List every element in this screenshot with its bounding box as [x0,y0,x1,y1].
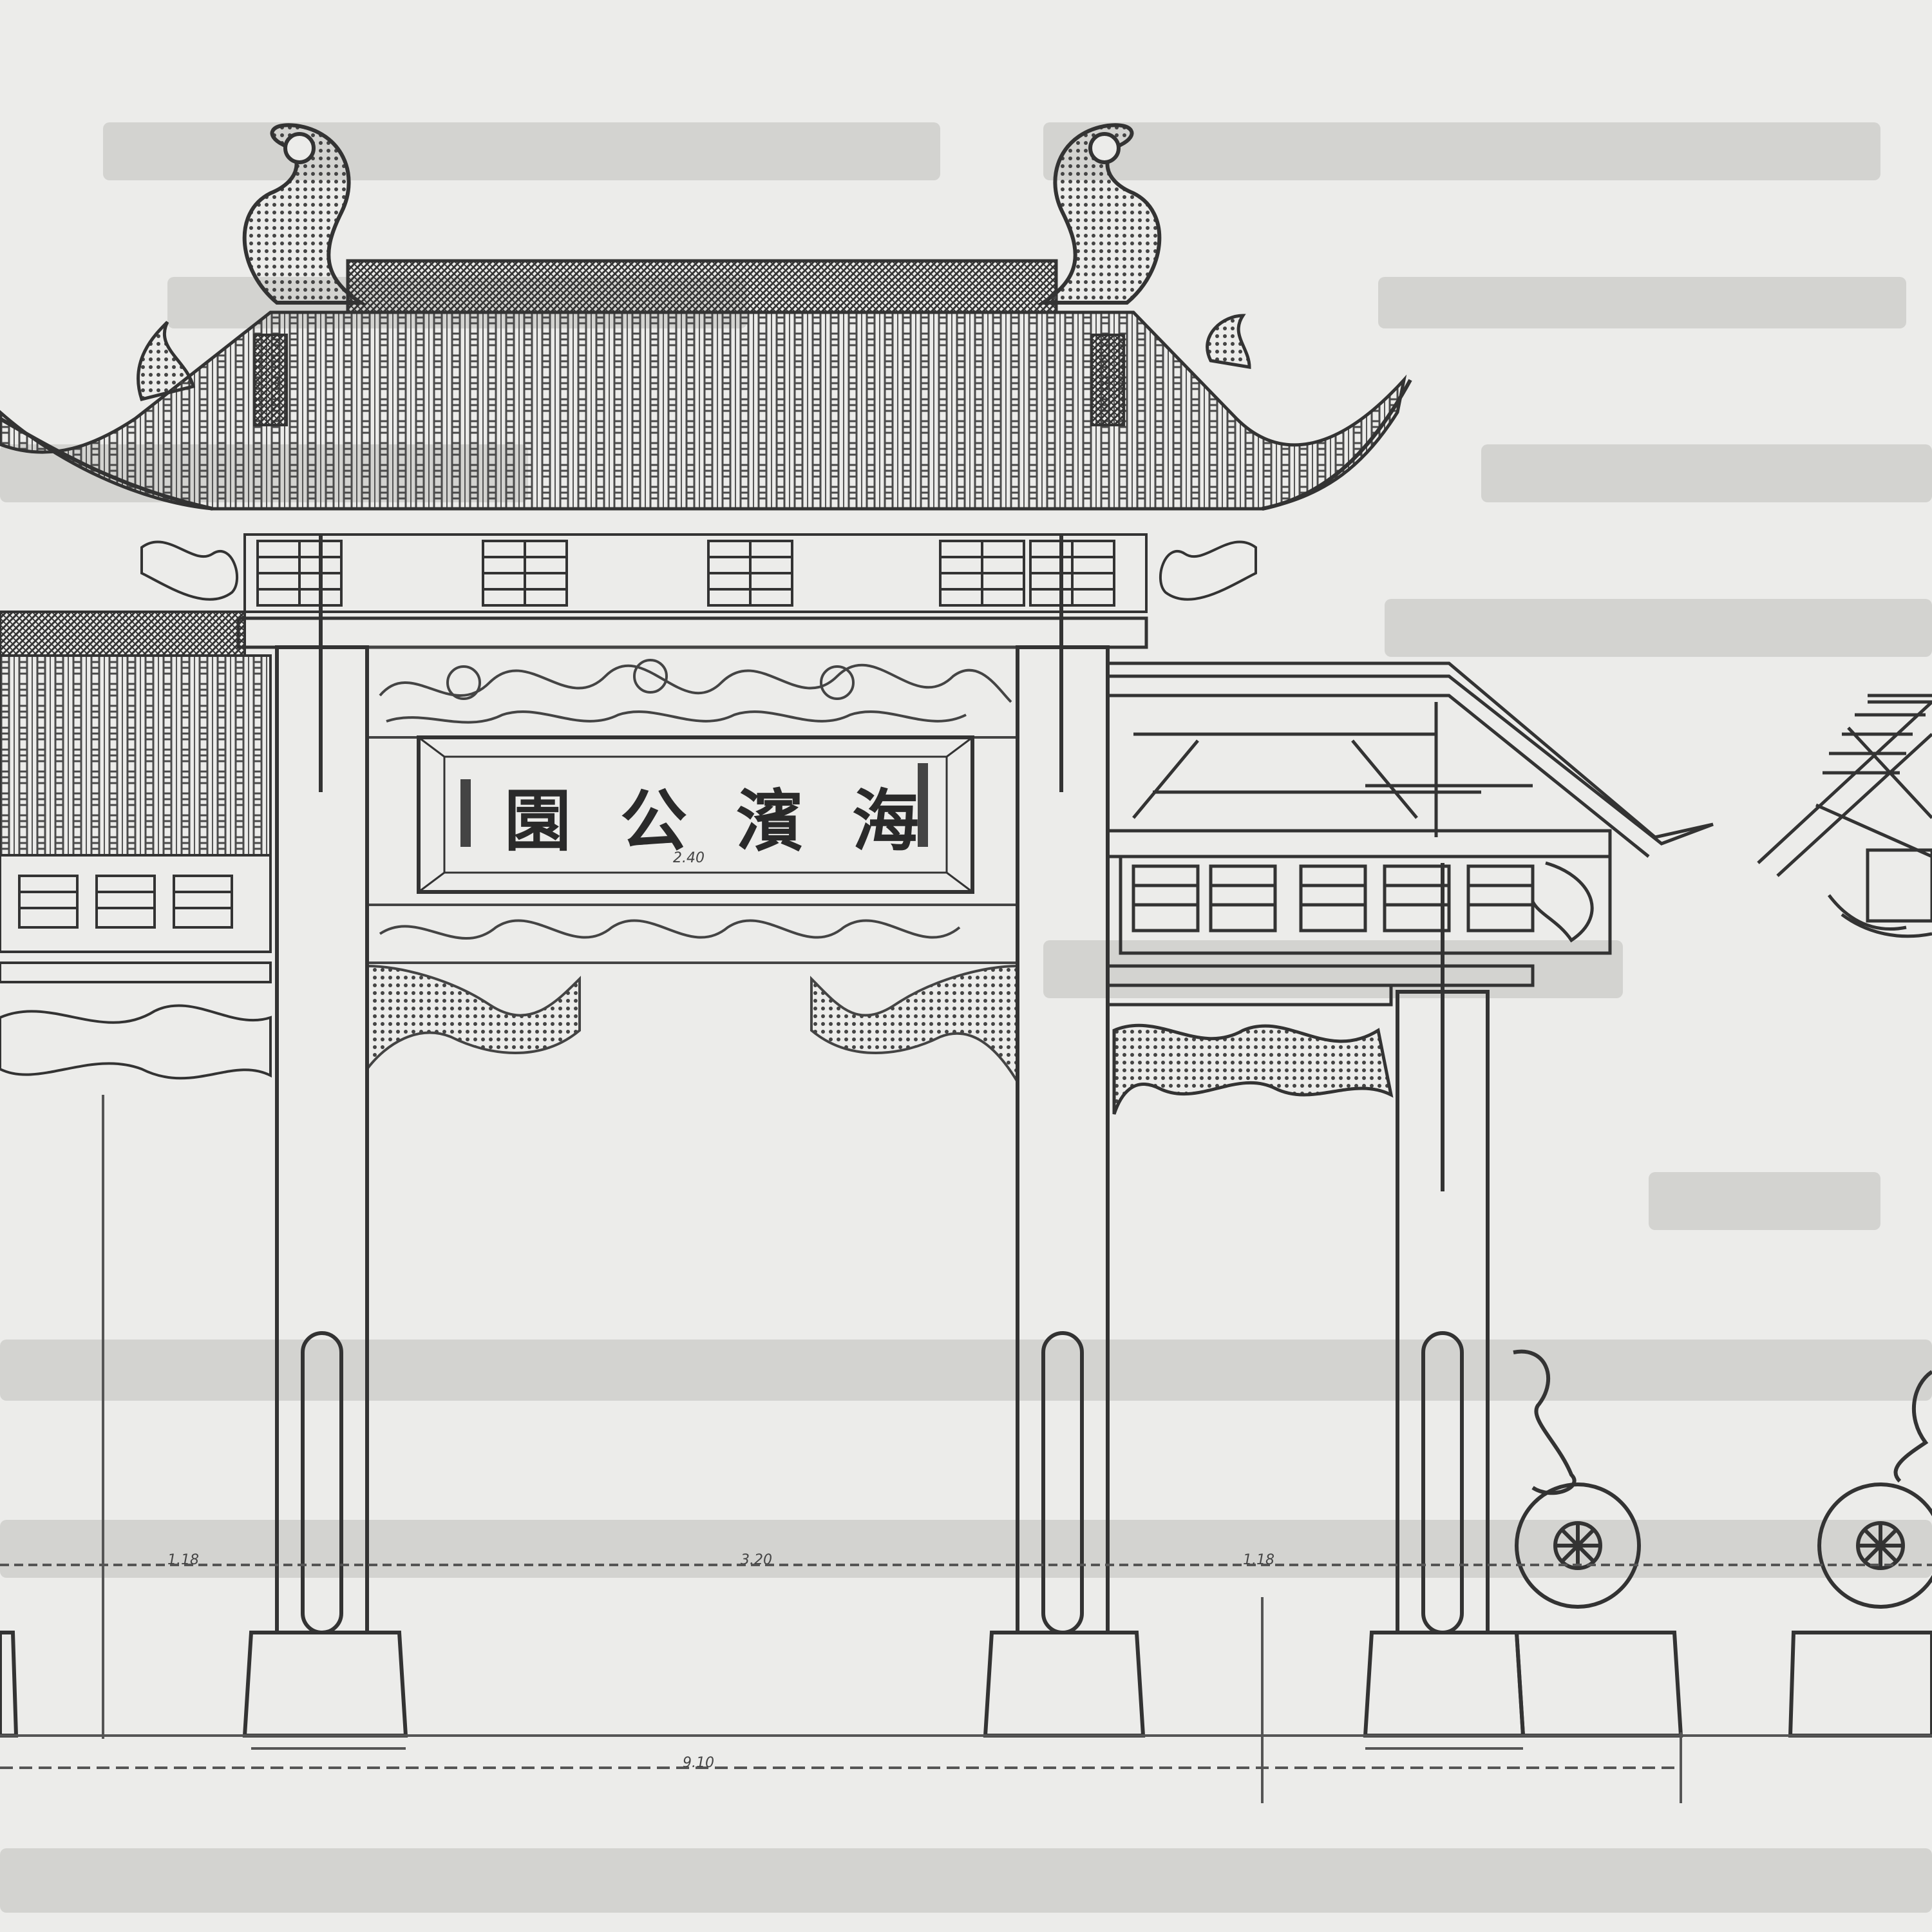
column-center [1016,645,1110,1634]
plaque-inscription: 園 公 濱 海 [489,770,934,860]
dimension-left-bay: 1.18 [167,1552,199,1568]
right-chiwen [1037,123,1162,305]
plaque-char-4: 海 [851,781,919,860]
left-wing-roof [0,611,272,1080]
upper-carved-frieze [366,646,1019,739]
drum-stones [1513,1349,1932,1609]
lower-carved-frieze [366,904,1019,1087]
dimension-right-bay: 1.18 [1243,1552,1274,1568]
column-bases [0,1631,1932,1738]
dimension-plaque: 2.40 [673,850,705,866]
far-right-section [1757,694,1932,938]
plaque-char-3: 濱 [735,781,803,860]
main-lintel [236,616,1148,649]
plaque-char-2: 公 [620,781,687,860]
dimension-center-bay: 3.20 [741,1552,772,1568]
name-plaque [417,735,974,894]
bracket-band [140,533,1257,613]
column-left [275,645,369,1634]
left-chiwen [242,123,367,305]
dimension-overall: 9.10 [683,1755,714,1771]
ground-and-dimensions [0,1095,1932,1803]
main-roof [0,123,1412,511]
right-wing-roof [1106,661,1714,1115]
plaque-char-1: 園 [504,781,571,860]
